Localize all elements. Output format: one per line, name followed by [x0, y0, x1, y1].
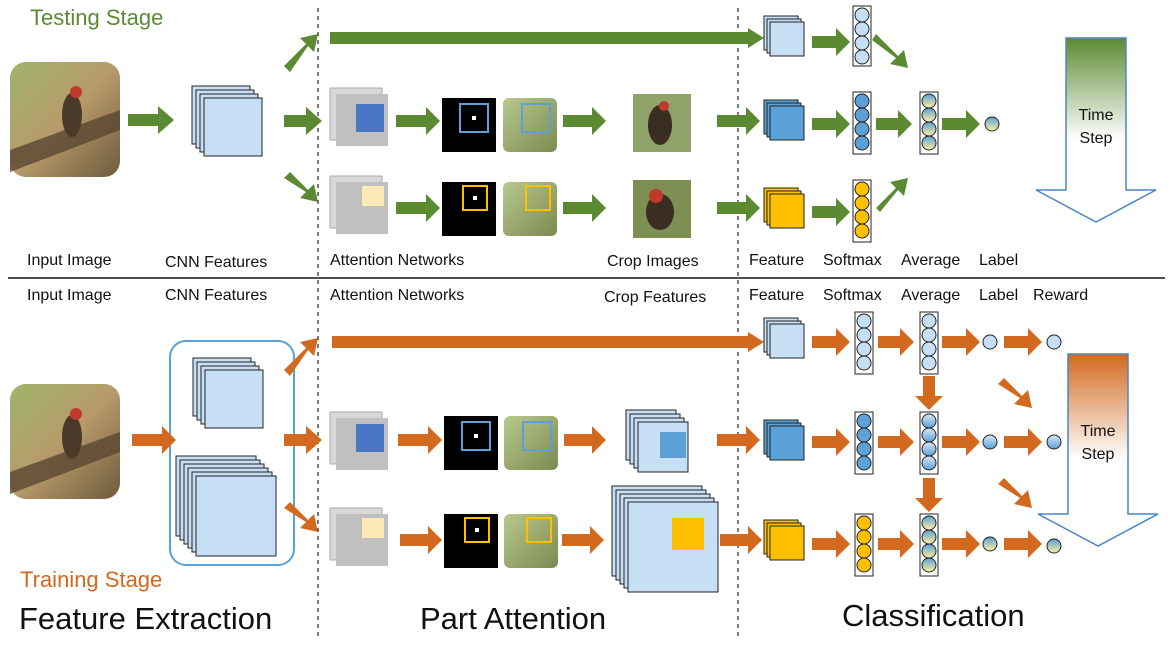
training-crop-label: Crop Features [604, 289, 707, 306]
training-attention-label: Attention Networks [330, 287, 465, 304]
training-reward-label: Reward [1033, 287, 1089, 304]
training-input-image [10, 384, 120, 499]
testing-input-image [10, 62, 120, 177]
training-feature-label: Feature [749, 287, 805, 304]
testing-time-step-arrow [1035, 37, 1157, 223]
testing-crop-images [633, 94, 691, 238]
section-classification: Classification [842, 598, 1025, 633]
training-average-label: Average [901, 287, 961, 304]
training-softmax-label: Softmax [823, 287, 882, 304]
training-attention-inputs [329, 411, 388, 566]
training-arrows [132, 328, 1042, 558]
section-feature-extraction: Feature Extraction [19, 601, 273, 636]
training-bird-thumbnails [504, 416, 558, 568]
testing-cnn-label: CNN Features [165, 254, 268, 271]
testing-cnn-features [191, 85, 263, 157]
testing-attention-label: Attention Networks [330, 252, 465, 269]
testing-softmax-label: Softmax [823, 252, 882, 269]
training-stage-label: Training Stage [20, 567, 163, 592]
testing-attention-inputs [329, 87, 388, 234]
testing-label-label: Label [979, 252, 1019, 269]
testing-attention-maps [442, 98, 496, 236]
training-step-label: Step [1081, 446, 1115, 463]
testing-step-label: Step [1079, 130, 1113, 147]
training-attention-maps [444, 416, 498, 568]
testing-feature-label: Feature [749, 252, 805, 269]
training-softmax-columns [854, 311, 1062, 577]
testing-average-label: Average [901, 252, 961, 269]
training-feature-stacks [763, 317, 805, 561]
testing-crop-label: Crop Images [607, 253, 699, 270]
testing-stage [10, 5, 1157, 243]
testing-stage-label: Testing Stage [30, 5, 164, 30]
training-cnn-box [169, 340, 295, 566]
training-stage [10, 311, 1159, 593]
training-time-label: Time [1080, 423, 1116, 440]
testing-arrows [128, 28, 980, 226]
section-part-attention: Part Attention [420, 601, 607, 636]
training-input-label: Input Image [27, 287, 112, 304]
training-cnn-label: CNN Features [165, 287, 268, 304]
training-label-label: Label [979, 287, 1019, 304]
testing-input-label: Input Image [27, 252, 112, 269]
training-crop-features [611, 409, 719, 593]
testing-softmax-columns [852, 5, 1000, 243]
testing-time-label: Time [1078, 107, 1114, 124]
testing-bird-thumbnails [503, 98, 557, 236]
testing-feature-stacks [763, 15, 805, 229]
training-time-step-arrow [1037, 353, 1159, 547]
